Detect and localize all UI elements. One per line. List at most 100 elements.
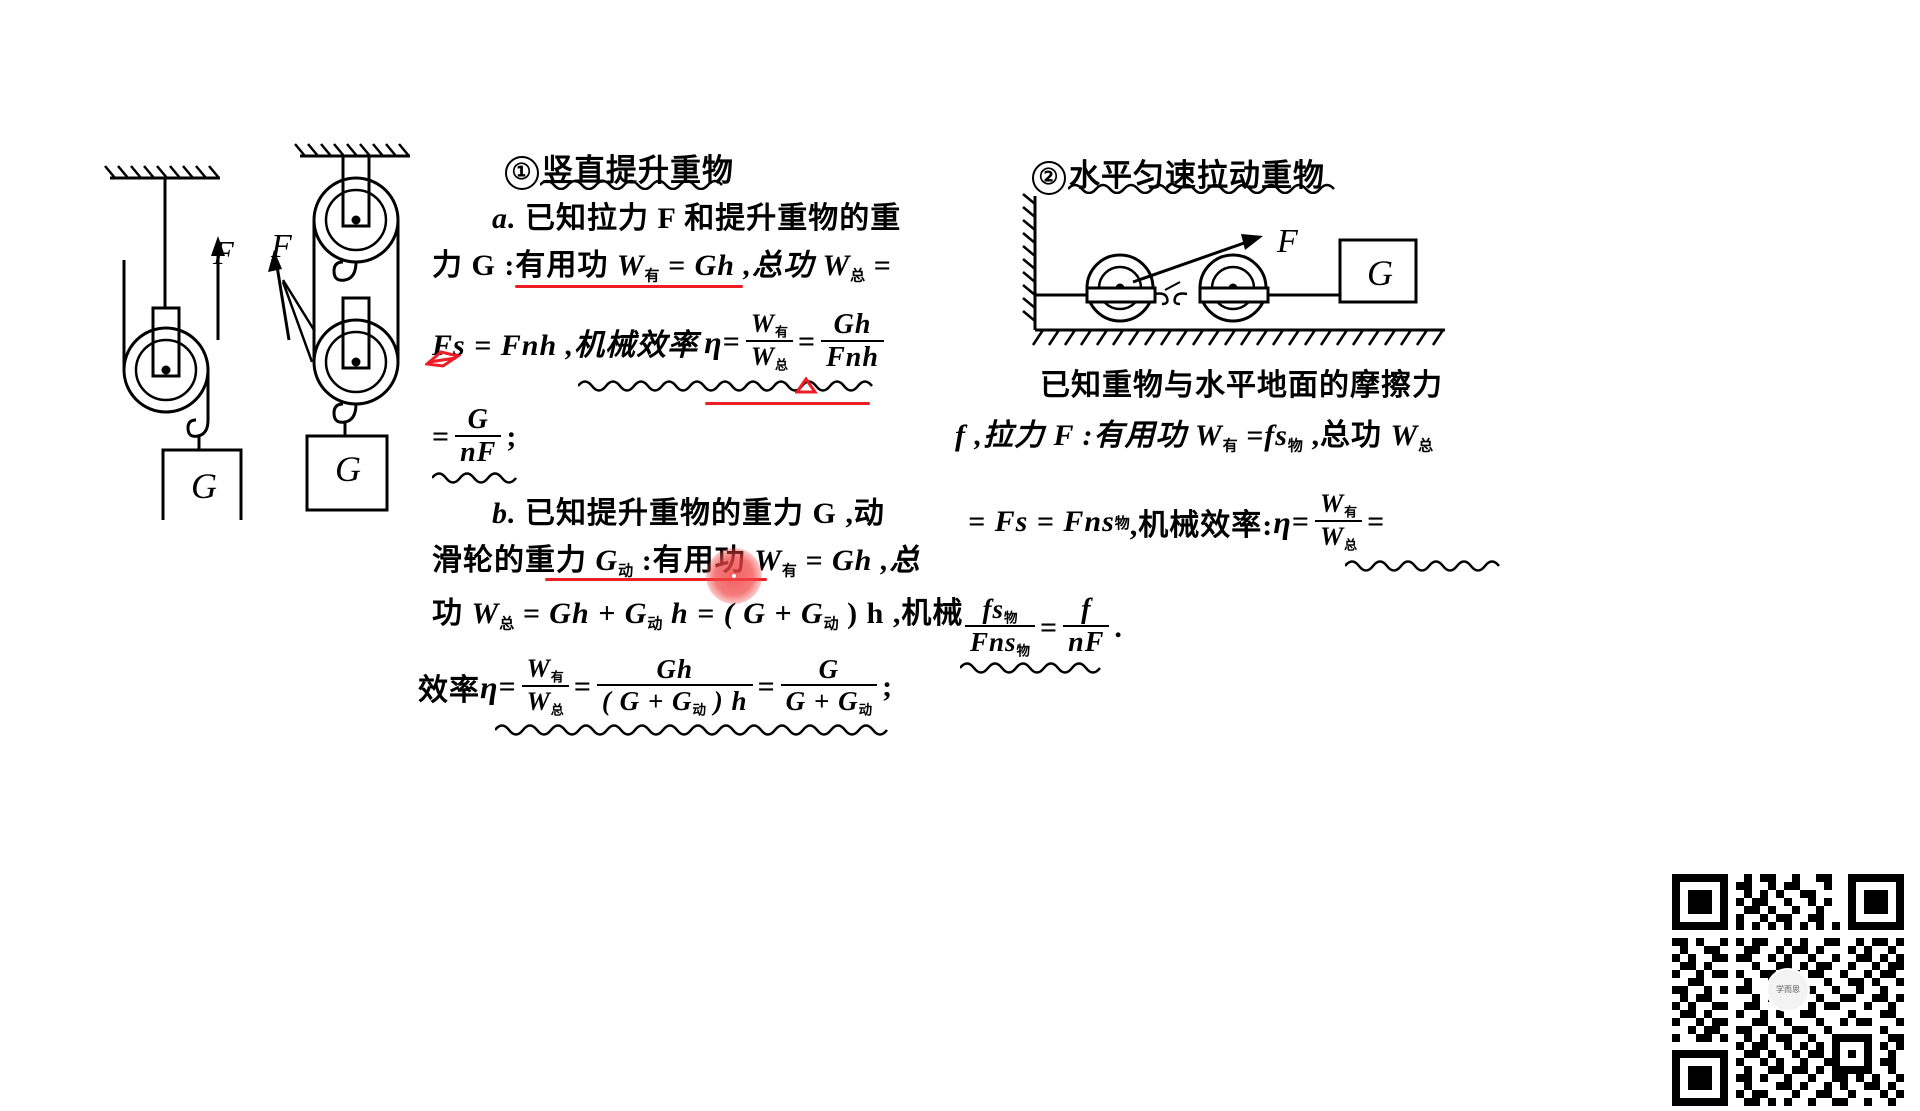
section1-case-a-line2: 力 G :有用功 W有 = Gh ,总功 W总 = bbox=[432, 240, 892, 285]
horizontal-pulley-diagram bbox=[1022, 193, 1445, 346]
horizontal-weight-label: G bbox=[1367, 253, 1393, 293]
section1-case-b-line3: 功 W总 = Gh + G动 h = ( G + G动 ) h ,机械 bbox=[432, 588, 963, 633]
den-close: ) h bbox=[706, 685, 748, 716]
den-g: G bbox=[672, 685, 693, 716]
fraction-numerator: fs物 bbox=[965, 594, 1035, 626]
section2-line3-mid: ,机械效率: bbox=[1129, 509, 1274, 543]
eta-symbol-b: η bbox=[480, 668, 499, 705]
section2-line1-text: 已知重物与水平地面的摩擦力 bbox=[1040, 369, 1443, 402]
frac-den-sub: 总 bbox=[774, 357, 788, 373]
w-useful-subscript-2: 有 bbox=[1222, 438, 1238, 455]
qr-code-svg[interactable] bbox=[1672, 874, 1904, 1106]
section1-wavy-underline-1 bbox=[578, 380, 873, 392]
case-b-line2-prefix: 滑轮的重力 bbox=[432, 544, 596, 577]
g-moving-symbol: G bbox=[595, 544, 619, 577]
section1-wavy-underline-3 bbox=[495, 724, 888, 736]
case-b-eq2: = bbox=[573, 670, 592, 704]
fixed-pulley-force-label: F bbox=[213, 235, 234, 272]
eta-symbol-2: η bbox=[1273, 503, 1292, 540]
fraction-numerator: G bbox=[467, 403, 489, 435]
case-a-line4-end: ; bbox=[506, 420, 518, 454]
section2-line2: f ,拉力 F :有用功 W有 =fs物 ,总功 W总 bbox=[955, 410, 1433, 455]
case-a-line2-eq: = Gh ,总功 bbox=[659, 249, 823, 282]
den-g-sub: 动 bbox=[692, 702, 707, 718]
pulley-system-force-label: F bbox=[271, 228, 292, 265]
fraction-fs-over-fns: fs物 Fns物 bbox=[965, 594, 1036, 660]
fraction-g-over-nf: G nF bbox=[455, 403, 502, 469]
frac2-den-sub: 物 bbox=[1016, 644, 1031, 660]
g-moving-subscript: 动 bbox=[618, 563, 634, 580]
fraction-gh-over-fnh: Gh Fnh bbox=[821, 309, 884, 374]
case-b-eq3: = bbox=[757, 670, 776, 704]
fraction-numerator: Gh bbox=[656, 653, 693, 684]
g-moving-symbol-2: G bbox=[624, 597, 648, 630]
w-useful-subscript: 有 bbox=[644, 268, 660, 285]
fixed-pulley-weight-label: G bbox=[191, 466, 217, 506]
qr-code[interactable]: 学而思 bbox=[1672, 874, 1904, 1106]
section1-number: ① bbox=[505, 156, 539, 190]
cursor-highlight bbox=[706, 548, 762, 604]
horizontal-pulley-diagram-group: F G bbox=[1015, 190, 1465, 350]
case-a-line2-end: = bbox=[865, 249, 892, 282]
section2-line3-end: = bbox=[1367, 505, 1386, 539]
frac-num-w: W bbox=[526, 653, 551, 683]
section2-line4-end: . bbox=[1114, 610, 1123, 644]
case-a-line4-eq: = bbox=[432, 420, 451, 454]
case-a-line3-a: Fs = Fnh ,机械效率 bbox=[432, 329, 699, 363]
section2-line1: 已知重物与水平地面的摩擦力 bbox=[1040, 360, 1443, 404]
w-total-symbol: W bbox=[822, 249, 851, 282]
section1-title: 竖直提升重物 bbox=[542, 153, 734, 188]
case-a-line2-prefix: 力 G :有用功 bbox=[432, 249, 617, 282]
den-g2: G bbox=[838, 685, 859, 716]
fraction-w-useful-over-w-total-b: W有 W总 bbox=[521, 653, 569, 718]
red-underline-3 bbox=[545, 578, 767, 581]
fraction-denominator: W总 bbox=[745, 340, 793, 373]
section1-case-a-line3: Fs = Fnh ,机械效率 η = W有 W总 = Gh Fnh bbox=[432, 308, 889, 375]
frac2-num: fs bbox=[982, 593, 1005, 624]
section2-line3-prefix: = Fs = Fns bbox=[968, 505, 1115, 539]
fixed-pulley-diagram bbox=[104, 165, 243, 524]
w-total-subscript-2: 总 bbox=[1418, 438, 1434, 455]
case-b-label: b. bbox=[492, 497, 517, 530]
fraction-numerator: W有 bbox=[1315, 489, 1362, 520]
fraction-f-over-nf: f nF bbox=[1063, 594, 1110, 659]
horizontal-force-label: F bbox=[1277, 223, 1298, 260]
frac-num-sub-2: 有 bbox=[1344, 504, 1358, 520]
section1-case-b-line1: b. 已知提升重物的重力 G ,动 bbox=[492, 488, 885, 532]
section2-line2-mid: ,总功 bbox=[1302, 419, 1391, 452]
g-moving-symbol-3: G bbox=[800, 597, 824, 630]
section2-title: 水平匀速拉动重物 bbox=[1069, 158, 1325, 193]
fraction-denominator: Fns物 bbox=[965, 625, 1036, 660]
case-a-label: a. bbox=[492, 202, 517, 235]
w-useful-symbol: W bbox=[616, 249, 645, 282]
fraction-denominator: ( G + G动 ) h bbox=[596, 683, 753, 718]
frac-den-w: W bbox=[526, 686, 551, 716]
fraction-denominator: nF bbox=[1063, 625, 1110, 658]
fraction-numerator: G bbox=[818, 653, 840, 684]
section2-line2-eq: =fs bbox=[1237, 419, 1288, 452]
frac-num-sub: 有 bbox=[550, 669, 564, 685]
fraction-gh-over-g-plus-gdong-h: Gh ( G + G动 ) h bbox=[596, 653, 753, 718]
section1-case-a-line4: = G nF ; bbox=[432, 403, 518, 470]
case-a-line1-text: 已知拉力 F 和提升重物的重 bbox=[525, 202, 902, 235]
section2-wavy-underline-2 bbox=[960, 662, 1101, 674]
section2-wavy-underline-1 bbox=[1345, 560, 1500, 572]
frac-num-w: W bbox=[750, 308, 775, 338]
pulley-system-weight-label: G bbox=[335, 449, 361, 489]
section2-number: ② bbox=[1032, 161, 1066, 195]
g-moving-subscript-3: 动 bbox=[823, 616, 839, 633]
frac2-den: Fns bbox=[970, 627, 1017, 658]
fraction-numerator: Gh bbox=[833, 308, 872, 340]
w-total-symbol-b: W bbox=[471, 597, 500, 630]
section1-case-b-line4: 效率 η = W有 W总 = Gh ( G + G动 ) h = G G + G… bbox=[418, 653, 893, 719]
den-prefix: G + bbox=[785, 685, 839, 716]
fraction-denominator: G + G动 bbox=[780, 683, 878, 718]
red-underline-1 bbox=[515, 285, 743, 288]
slide-page: F G bbox=[104, 143, 1904, 1106]
eta-symbol-a: η bbox=[704, 323, 723, 360]
section2-line2-prefix: f ,拉力 F :有用功 bbox=[955, 419, 1195, 452]
w-useful-symbol-2: W bbox=[1194, 419, 1223, 452]
